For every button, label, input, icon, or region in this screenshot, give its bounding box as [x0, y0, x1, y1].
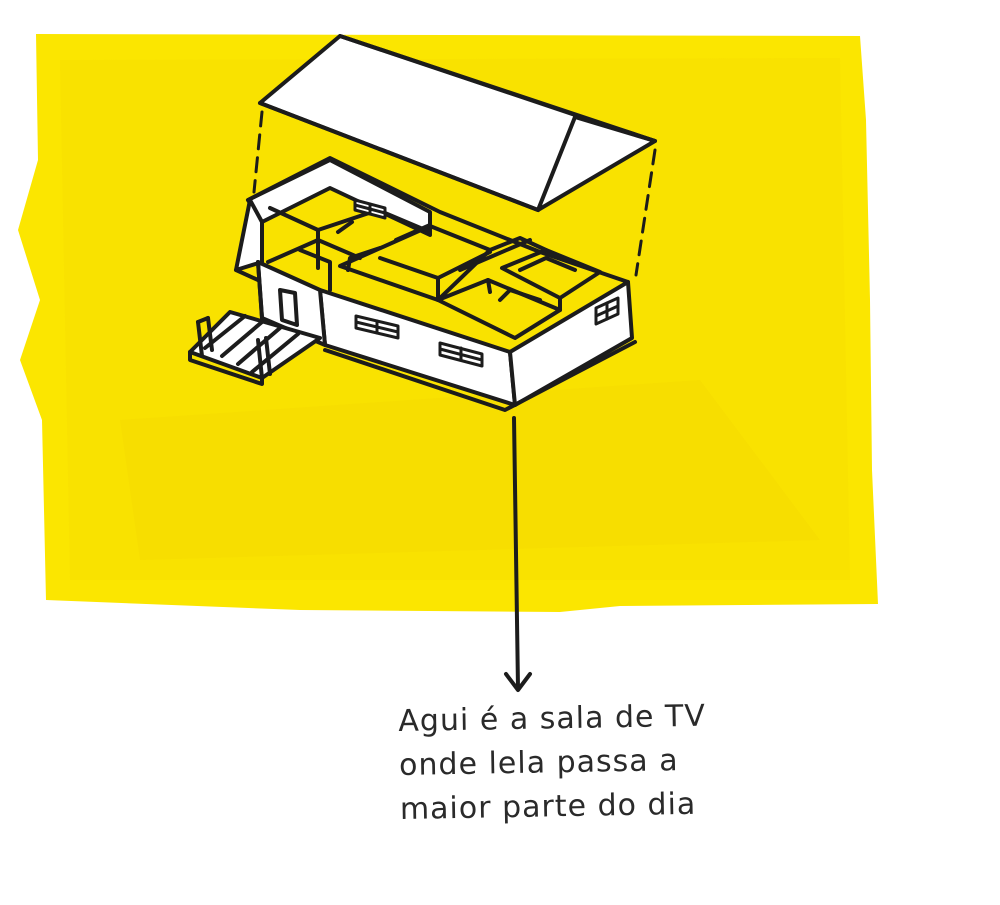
caption-line-3: maior parte do dia	[400, 781, 821, 832]
caption-handwritten-note: Agui é a sala de TV onde lela passa a ma…	[398, 693, 820, 832]
caption-line-1: Agui é a sala de TV	[398, 693, 819, 744]
caption-line-2: onde lela passa a	[399, 737, 820, 788]
front-door	[280, 290, 297, 325]
